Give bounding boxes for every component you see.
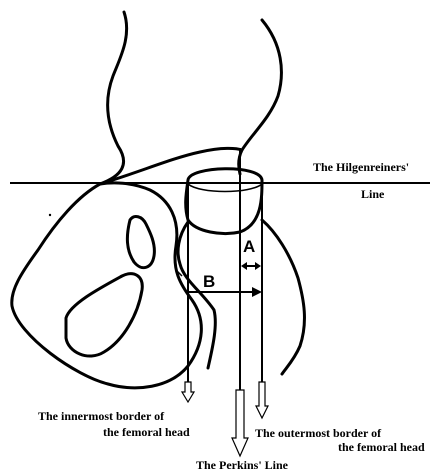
perkins-arrowhead [232,390,248,456]
obturator-notch [127,217,154,268]
femoral-head [186,169,262,234]
measurement-a-arrowhead-right [255,262,261,270]
ilium-left-outline [100,12,127,184]
segment-a-label: A [243,237,255,256]
hilgenreiner-label-line2: Line [361,187,385,201]
ilium-right-outline [239,20,282,174]
innermost-label-line1: The innermost border of [38,409,165,423]
hilgenreiner-label-line1: The Hilgenreiners' [313,160,409,174]
femoral-neck-left [178,222,215,368]
speck-dot [49,214,51,216]
segment-b-label: B [203,272,215,291]
femoral-head-rim [188,184,262,192]
outermost-label-line2: the femoral head [338,440,425,454]
outermost-label-line1: The outermost border of [255,426,382,440]
perkins-label: The Perkins' Line [196,458,289,472]
outermost-arrowhead [256,382,268,418]
innermost-arrowhead [182,382,194,402]
obturator-foramen [66,274,142,356]
innermost-label-line2: the femoral head [103,425,190,439]
measurement-b-arrowhead [252,287,262,297]
femoral-shaft-right [262,220,304,374]
measurement-a-arrowhead-left [241,262,247,270]
